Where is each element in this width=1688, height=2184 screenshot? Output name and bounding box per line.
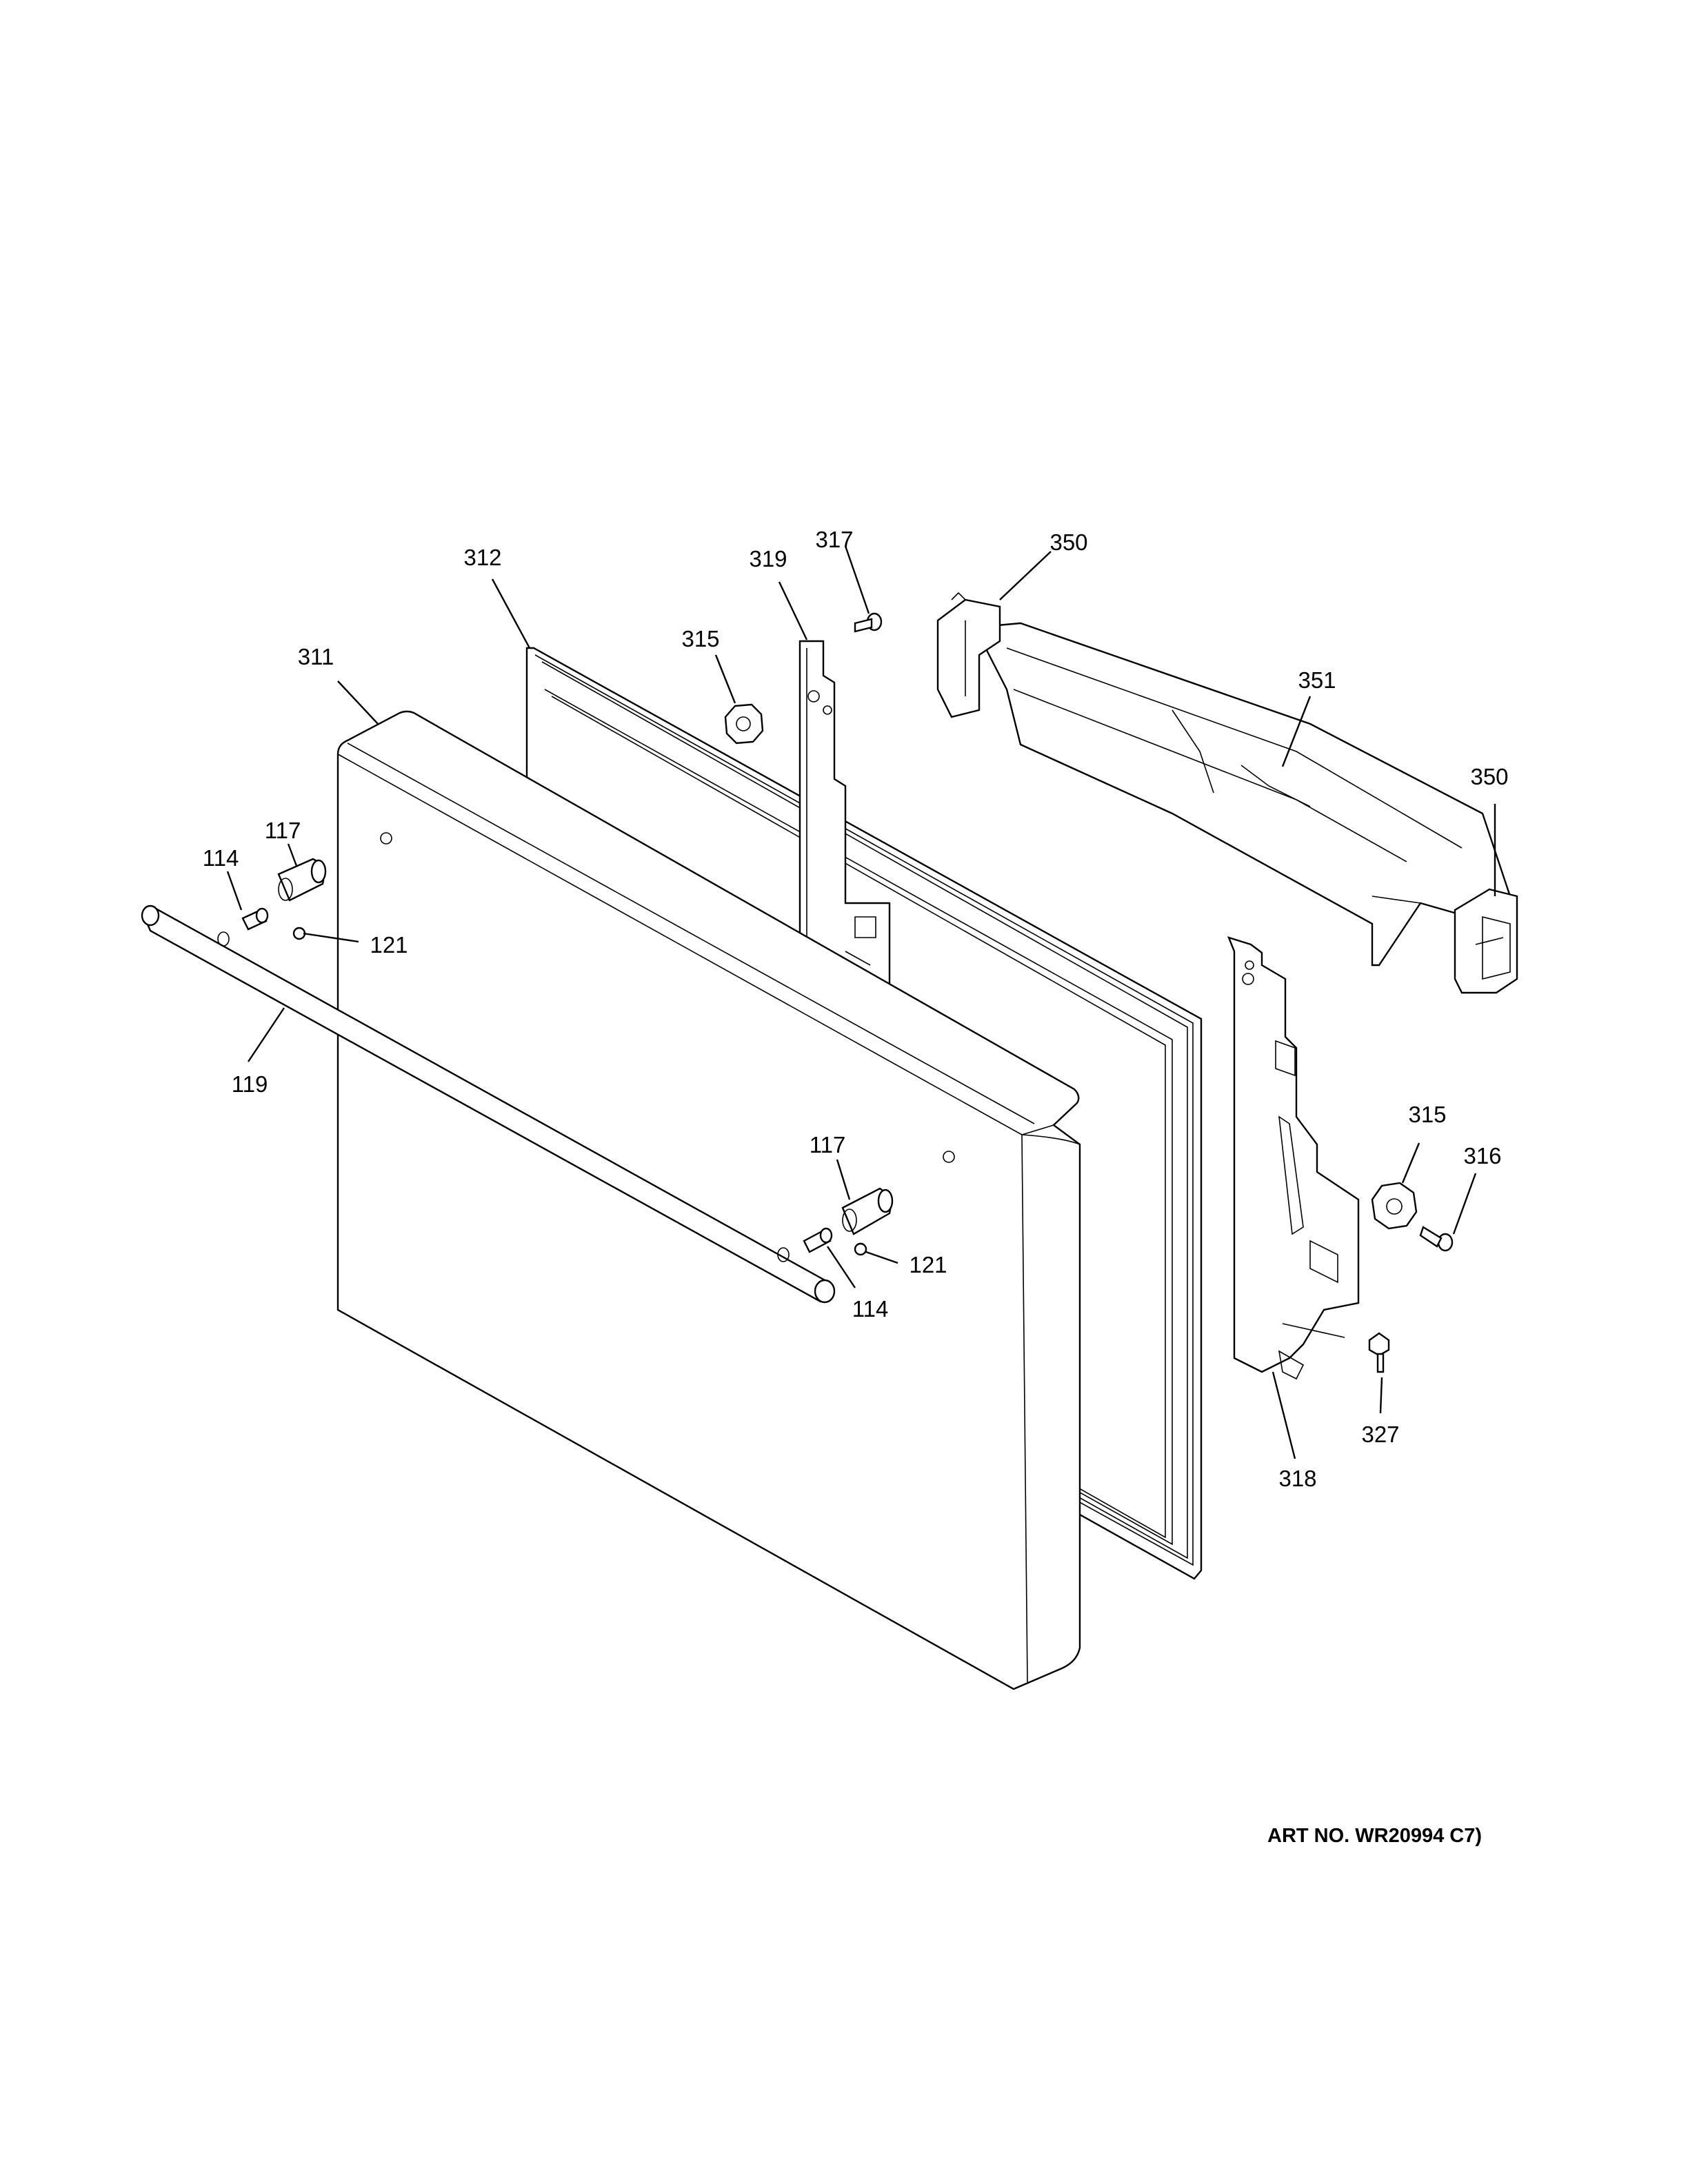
- callout-121-lower: 121: [909, 1252, 947, 1277]
- callout-labels: 311 312 319 317 315 350 351 350 117 114 …: [203, 527, 1509, 1491]
- end-cap-350-left: [936, 592, 1001, 718]
- screw-316: [1419, 1226, 1454, 1252]
- callout-318: 318: [1278, 1466, 1316, 1491]
- callout-114-upper: 114: [203, 845, 239, 871]
- end-cap-350-right: [1454, 888, 1518, 994]
- callout-317: 317: [815, 527, 853, 552]
- callout-315-upper: 315: [681, 626, 719, 651]
- gear-315-lower: [1371, 1182, 1418, 1230]
- callout-350-right: 350: [1470, 764, 1508, 789]
- vent-duct: [974, 622, 1511, 967]
- set-screw-121-lower: [854, 1242, 867, 1256]
- gear-315-upper: [724, 703, 764, 745]
- callout-311: 311: [298, 644, 334, 669]
- callout-121-upper: 121: [370, 932, 408, 958]
- screw-327: [1368, 1332, 1390, 1373]
- door-handle: [141, 904, 836, 1304]
- callout-316: 316: [1463, 1143, 1501, 1169]
- screw-317: [854, 612, 883, 633]
- hinge-bracket-right: [1227, 936, 1360, 1380]
- door-panel: [336, 710, 1081, 1690]
- callout-119: 119: [232, 1071, 268, 1097]
- set-screw-121-upper: [292, 927, 306, 940]
- art-number: ART NO. WR20994 C7): [1267, 1825, 1483, 1847]
- callout-319: 319: [749, 546, 787, 572]
- callout-350-left: 350: [1049, 529, 1087, 555]
- callout-312: 312: [463, 545, 501, 570]
- callout-117-lower: 117: [810, 1132, 846, 1157]
- hinge-bracket-left: [798, 640, 891, 994]
- handle-pin-upper: [217, 931, 230, 947]
- handle-mount-117-lower: [841, 1187, 894, 1235]
- leader-lines: [226, 545, 1496, 1459]
- handle-mount-117-upper: [277, 858, 327, 902]
- callout-351: 351: [1298, 667, 1336, 693]
- callout-327: 327: [1361, 1422, 1399, 1447]
- callout-315-lower: 315: [1408, 1102, 1446, 1127]
- set-screw-114-upper: [241, 907, 269, 931]
- callout-117-upper: 117: [265, 818, 301, 843]
- handle-pin-lower: [777, 1247, 790, 1262]
- set-screw-114-lower: [803, 1227, 833, 1253]
- callout-114-lower: 114: [852, 1296, 889, 1322]
